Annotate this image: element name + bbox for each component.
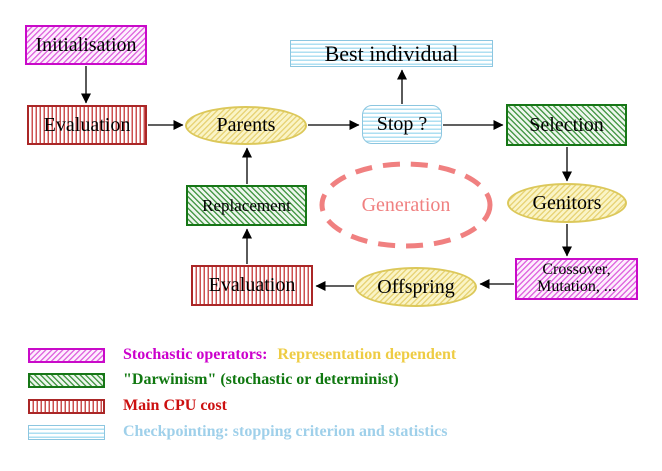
- legend-swatch-checkpointing: [28, 424, 105, 440]
- node-genitors-label: Genitors: [532, 191, 602, 214]
- legend-label-representation-dependent: Representation dependent: [277, 346, 457, 363]
- node-crossover-line1: Crossover,: [542, 261, 611, 279]
- node-stop-label: Stop ?: [376, 113, 428, 135]
- legend-label-main-cpu-cost: Main CPU cost: [123, 397, 227, 414]
- legend-label-darwinism: "Darwinism" (stochastic or determinist): [123, 371, 399, 388]
- node-parents-label: Parents: [216, 114, 276, 136]
- node-generation-label: Generation: [361, 194, 451, 216]
- node-stop: Stop ?: [362, 105, 442, 144]
- legend-row-main-cpu-cost: Main CPU cost: [28, 397, 227, 415]
- node-initialisation: Initialisation: [25, 25, 147, 65]
- legend-label-stochastic-operators: Stochastic operators:: [123, 346, 268, 363]
- node-replacement-label: Replacement: [202, 195, 291, 215]
- legend-row-darwinism: "Darwinism" (stochastic or determinist): [28, 371, 399, 389]
- legend-swatch-stochastic-operators: [28, 347, 105, 363]
- node-evaluation-top-label: Evaluation: [43, 113, 131, 136]
- node-crossover-mutation: Crossover, Mutation, ...: [515, 258, 638, 300]
- node-crossover-line2: Mutation, ...: [537, 278, 616, 295]
- node-selection: Selection: [506, 104, 627, 146]
- node-generation: Generation: [320, 163, 492, 248]
- node-best-individual-label: Best individual: [324, 40, 459, 66]
- node-evaluation-bottom: Evaluation: [191, 265, 313, 306]
- node-offspring-label: Offspring: [377, 275, 455, 298]
- node-best-individual: Best individual: [290, 40, 493, 67]
- node-selection-label: Selection: [529, 113, 604, 136]
- node-initialisation-label: Initialisation: [35, 33, 137, 56]
- legend-row-stochastic-operators: Stochastic operators: Representation depe…: [28, 346, 456, 364]
- node-genitors: Genitors: [507, 183, 627, 223]
- legend-label-checkpointing: Checkpointing: stopping criterion and st…: [123, 423, 448, 440]
- node-parents: Parents: [185, 106, 307, 145]
- legend-swatch-main-cpu-cost: [28, 398, 105, 414]
- node-offspring: Offspring: [355, 267, 477, 307]
- node-evaluation-bottom-label: Evaluation: [208, 274, 296, 296]
- legend-row-checkpointing: Checkpointing: stopping criterion and st…: [28, 423, 447, 441]
- node-replacement: Replacement: [186, 185, 307, 226]
- node-evaluation-top: Evaluation: [27, 105, 147, 145]
- legend-swatch-darwinism: [28, 372, 105, 388]
- generation-dashed-ellipse: [319, 161, 493, 249]
